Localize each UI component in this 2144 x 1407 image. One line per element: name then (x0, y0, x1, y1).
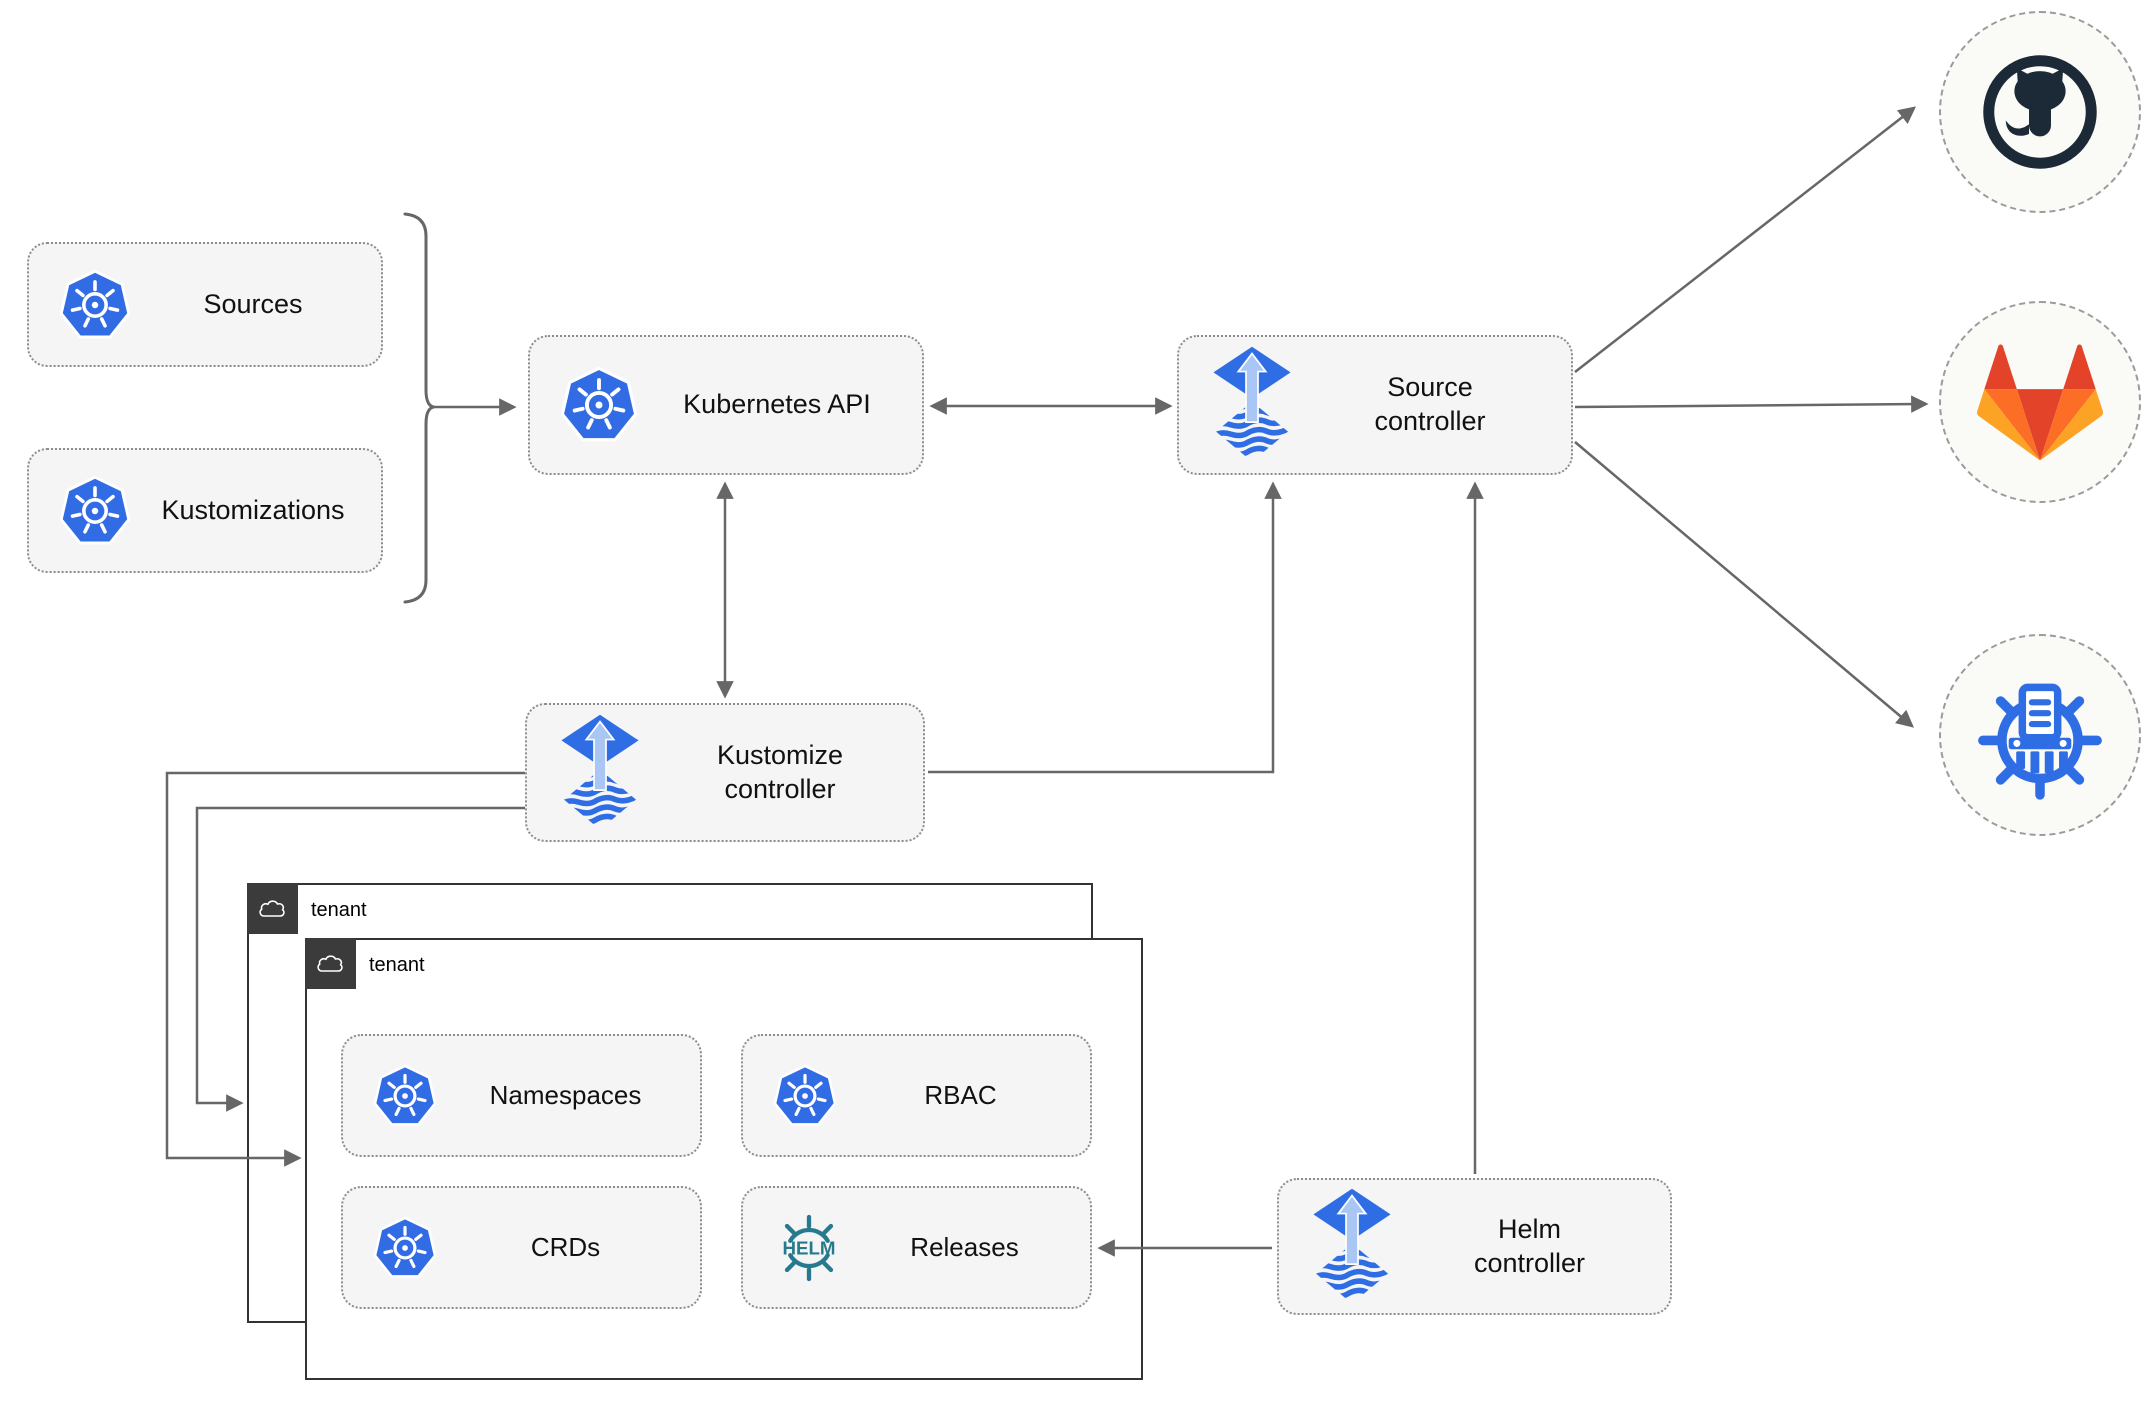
node-label: RBAC (924, 1080, 997, 1111)
kubernetes-icon (560, 366, 638, 444)
node-label: Kustomizations (161, 494, 345, 525)
bracket-sources-group (403, 212, 435, 604)
node-label: Kubernetes API (683, 389, 871, 420)
arrow-sourcectl-to-registry (1574, 441, 1915, 728)
helm-icon (773, 1212, 845, 1284)
arrow-sourcectl-to-gitlab (1574, 395, 1929, 413)
tenant-header (247, 883, 298, 934)
cloud-icon (314, 951, 348, 976)
github-icon (1979, 51, 2101, 173)
registry-endpoint (1939, 634, 2141, 836)
tenant-header (305, 938, 356, 989)
node-label: Sources (203, 288, 303, 319)
gitlab-endpoint (1939, 301, 2141, 503)
crds-node: CRDs (341, 1186, 702, 1309)
node-label: Helm controller (1473, 1213, 1586, 1278)
node-label: CRDs (530, 1232, 601, 1263)
kustomize-controller-node: Kustomize controller (525, 703, 925, 842)
arrow-sourcectl-to-github (1574, 106, 1917, 373)
container-registry-icon (1972, 667, 2108, 803)
kubernetes-api-node: Kubernetes API (528, 335, 924, 475)
github-endpoint (1939, 11, 2141, 213)
flux-icon (557, 713, 643, 833)
node-label: Releases (910, 1232, 1019, 1263)
source-controller-node: Source controller (1177, 335, 1573, 475)
namespaces-node: Namespaces (341, 1034, 702, 1157)
kubernetes-icon (773, 1064, 837, 1128)
kubernetes-icon (373, 1064, 437, 1128)
kubernetes-icon (59, 269, 131, 341)
tenant-label: tenant (369, 954, 425, 976)
node-label: Namespaces (489, 1080, 642, 1111)
tenant-label: tenant (311, 899, 367, 921)
flux-icon (1309, 1187, 1395, 1307)
node-label: Source controller (1374, 372, 1486, 436)
arrow-kustomizectl-to-sourcectl (928, 481, 1282, 774)
cloud-icon (256, 896, 290, 921)
kubernetes-icon (373, 1216, 437, 1280)
kubernetes-icon (59, 475, 131, 547)
rbac-node: RBAC (741, 1034, 1092, 1157)
gitlab-icon (1977, 344, 2103, 461)
helm-controller-node: Helm controller (1277, 1178, 1672, 1315)
releases-node: Releases (741, 1186, 1092, 1309)
kustomizations-node: Kustomizations (27, 448, 383, 573)
tenant-box-front: tenant (305, 938, 1143, 1380)
sources-node: Sources (27, 242, 383, 367)
node-label: Kustomize controller (716, 739, 844, 804)
flux-icon (1209, 345, 1295, 465)
